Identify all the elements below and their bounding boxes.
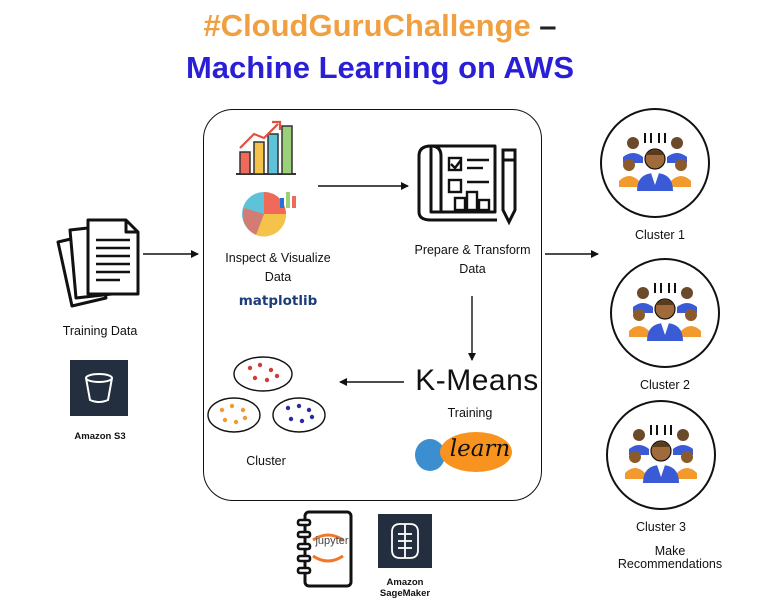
challenge-hashtag: #CloudGuruChallenge bbox=[203, 8, 531, 43]
title-line-2: Machine Learning on AWS bbox=[185, 50, 575, 85]
processing-panel bbox=[203, 109, 542, 501]
cluster-1-label: Cluster 1 bbox=[634, 228, 686, 242]
learn-text: learn bbox=[449, 436, 511, 462]
title-line-1: #CloudGuruChallenge – bbox=[0, 8, 760, 44]
inspect-label-line-2: Data bbox=[264, 270, 292, 284]
blueprint-icon bbox=[417, 144, 517, 226]
s3-label: Amazon S3 bbox=[74, 431, 126, 442]
scikit-learn-logo bbox=[415, 432, 512, 472]
sagemaker-label-line-2: SageMaker bbox=[379, 588, 431, 599]
pie-chart-icon bbox=[242, 192, 296, 237]
sagemaker-icon bbox=[378, 514, 432, 568]
cluster-step-label: Cluster bbox=[246, 454, 286, 468]
training-data-label: Training Data bbox=[62, 324, 138, 338]
recommendations-label-line-1: Make bbox=[654, 544, 686, 558]
cluster-3-label: Cluster 3 bbox=[635, 520, 687, 534]
cluster-groups-icon bbox=[207, 356, 326, 433]
kmeans-training-label: Training bbox=[447, 406, 493, 420]
recommendations-label-line-2: Recommendations bbox=[617, 557, 723, 571]
jupyter-text: jupyter bbox=[315, 535, 349, 547]
title-dash: – bbox=[530, 8, 557, 43]
kmeans-title: K-Means bbox=[415, 364, 539, 397]
bar-chart-icon bbox=[236, 120, 296, 175]
cluster-2-label: Cluster 2 bbox=[639, 378, 691, 392]
scikit-text: scikit bbox=[470, 424, 490, 434]
prepare-label-line-1: Prepare & Transform bbox=[414, 243, 531, 257]
documents-icon bbox=[56, 218, 140, 308]
prepare-label-line-2: Data bbox=[459, 262, 486, 276]
s3-bucket-icon bbox=[70, 360, 128, 416]
matplotlib-logo: matplotlib bbox=[238, 293, 318, 309]
jupyter-notebook-icon bbox=[296, 510, 353, 588]
inspect-label-line-1: Inspect & Visualize bbox=[225, 251, 331, 265]
sagemaker-label-line-1: Amazon bbox=[386, 577, 424, 588]
